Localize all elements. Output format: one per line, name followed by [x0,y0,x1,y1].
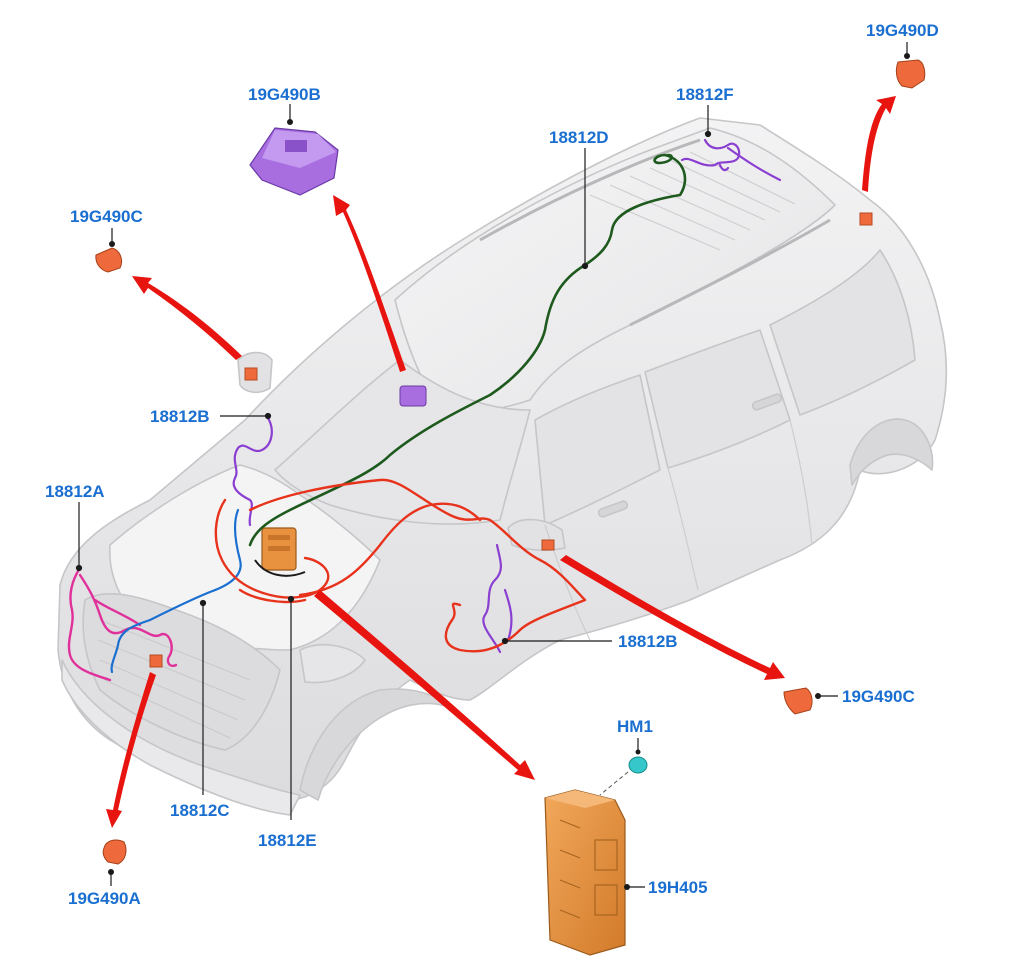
leader-lines [75,105,712,820]
label-19G490B: 19G490B [248,85,321,104]
rear-sensor [859,212,873,226]
roof-rail-left [479,138,701,242]
red-arrow-icon [106,672,156,828]
labels: 19G490D 19G490B 18812F 18812D 19G490C 18… [45,21,939,908]
red-arrow-icon [314,590,535,780]
hood-module [254,527,306,577]
car-windshield [274,359,531,525]
module-19H405 [544,789,645,956]
headlight [299,644,366,684]
sensor-19G490A [102,839,127,886]
label-18812B-side: 18812B [618,632,678,651]
label-18812F: 18812F [676,85,734,104]
label-18812E: 18812E [258,831,317,850]
connector-HM1 [599,738,648,796]
harness-18812B-side [482,543,513,654]
radar-sensor-icon [95,247,123,273]
car-rear-window [769,249,916,416]
radar-sensor-icon [783,687,813,715]
module-19G490B [249,104,339,196]
roof-module-mount [399,385,427,407]
sensor-19G490D [895,42,926,89]
rear-wheel-arch [849,418,934,486]
red-arrow-icon [132,276,242,360]
harness-18812D [248,153,687,547]
label-18812B-top: 18812B [150,407,210,426]
label-19G490A: 19G490A [68,889,141,908]
label-18812A: 18812A [45,482,105,501]
left-mirror-sensor [244,367,258,381]
harness-18812F [680,138,782,182]
label-19G490C-side: 19G490C [842,687,915,706]
roof-rail-right [629,218,831,327]
vehicle-body [57,117,948,816]
front-sensor [149,654,163,668]
label-18812D: 18812D [549,128,609,147]
on-car-parts [149,212,873,668]
harness-18812E [214,478,587,653]
car-side-window-front [534,374,661,526]
red-arrow-icon [560,555,785,680]
red-arrow-icon [862,96,896,192]
right-mirror-sensor [541,539,555,551]
control-module-icon [544,789,626,956]
label-19H405: 19H405 [648,878,708,897]
connector-icon [628,756,648,774]
harness-18812B-front [232,416,273,527]
arrows [106,96,896,828]
label-19G490C-top: 19G490C [70,207,143,226]
label-HM1: HM1 [617,717,653,736]
harness-layer [67,138,782,682]
radar-sensor-icon [895,59,926,89]
label-19G490D: 19G490D [866,21,939,40]
harness-18812C [110,508,242,674]
red-arrow-icon [333,195,406,372]
sensor-19G490C-top [95,228,123,273]
harness-18812A [67,566,178,682]
label-18812C: 18812C [170,801,230,820]
sensor-19G490C-side [783,687,838,715]
radar-sensor-icon [102,839,127,865]
